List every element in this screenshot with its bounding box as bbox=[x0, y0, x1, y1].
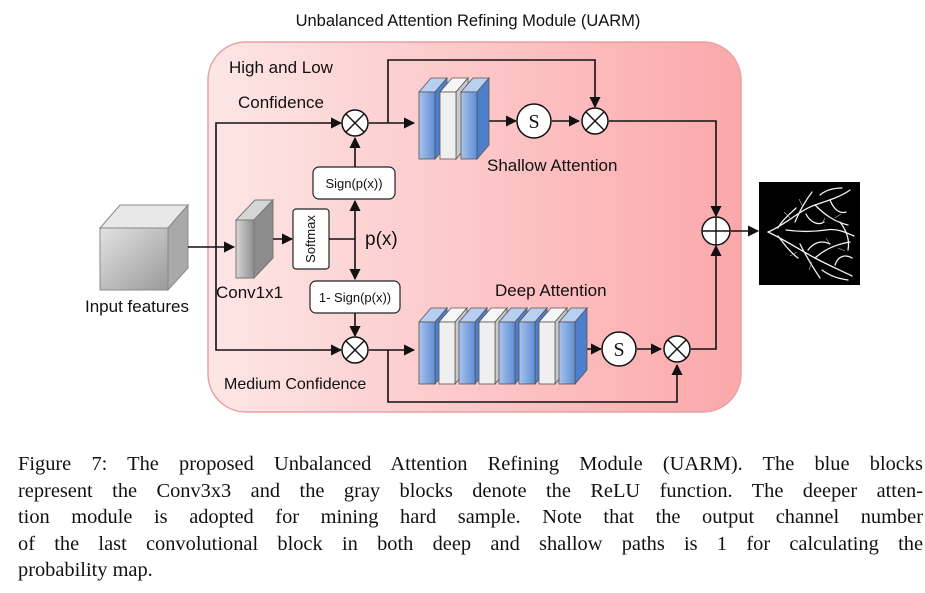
uarm-module-box bbox=[207, 41, 742, 413]
deep-attention-blocks bbox=[418, 306, 588, 386]
multiply-node-deep bbox=[663, 335, 691, 363]
shallow-attention-blocks bbox=[418, 76, 490, 161]
label-softmax: Softmax bbox=[303, 215, 318, 263]
caption-line: represent the Conv3x3 and the gray block… bbox=[18, 479, 923, 502]
label-high-low-2: Confidence bbox=[238, 93, 324, 112]
figure-caption: Figure 7: The proposed Unbalanced Attent… bbox=[18, 451, 923, 584]
label-input-features: Input features bbox=[85, 297, 189, 316]
caption-line: Figure 7: The proposed Unbalanced Attent… bbox=[18, 453, 923, 475]
output-vessel-map bbox=[759, 182, 860, 285]
sign-box bbox=[312, 166, 396, 200]
multiply-node-bottom bbox=[341, 336, 369, 364]
deep-conv-block bbox=[558, 306, 588, 386]
sigmoid-label-shallow: S bbox=[528, 111, 539, 133]
caption-line: of the last convolutional block in both … bbox=[18, 532, 923, 555]
label-medium-confidence: Medium Confidence bbox=[224, 376, 366, 393]
uarm-diagram: Unbalanced Attention Refining Module (UA… bbox=[85, 12, 860, 413]
caption-line: probability map. bbox=[18, 559, 153, 581]
label-px: p(x) bbox=[365, 229, 398, 250]
sum-node bbox=[701, 216, 731, 246]
label-shallow-attention: Shallow Attention bbox=[487, 156, 617, 175]
multiply-node-top bbox=[341, 109, 369, 137]
label-high-low-1: High and Low bbox=[229, 58, 334, 77]
conv1x1-block bbox=[234, 198, 275, 280]
multiply-node-shallow bbox=[581, 107, 609, 135]
figure-title: Unbalanced Attention Refining Module (UA… bbox=[296, 12, 641, 30]
label-sign: Sign(p(x)) bbox=[325, 176, 382, 191]
shallow-conv-block bbox=[460, 76, 490, 161]
input-features-cube bbox=[98, 203, 190, 292]
sigmoid-label-deep: S bbox=[613, 339, 624, 361]
sigmoid-node-deep bbox=[601, 331, 637, 367]
connectors bbox=[188, 59, 760, 403]
caption-line: tion module is adopted for mining hard s… bbox=[18, 506, 923, 528]
sigmoid-node-shallow bbox=[516, 103, 552, 139]
label-one-minus-sign: 1- Sign(p(x)) bbox=[319, 290, 391, 305]
label-conv1x1: Conv1x1 bbox=[216, 283, 283, 302]
label-deep-attention: Deep Attention bbox=[495, 281, 607, 300]
